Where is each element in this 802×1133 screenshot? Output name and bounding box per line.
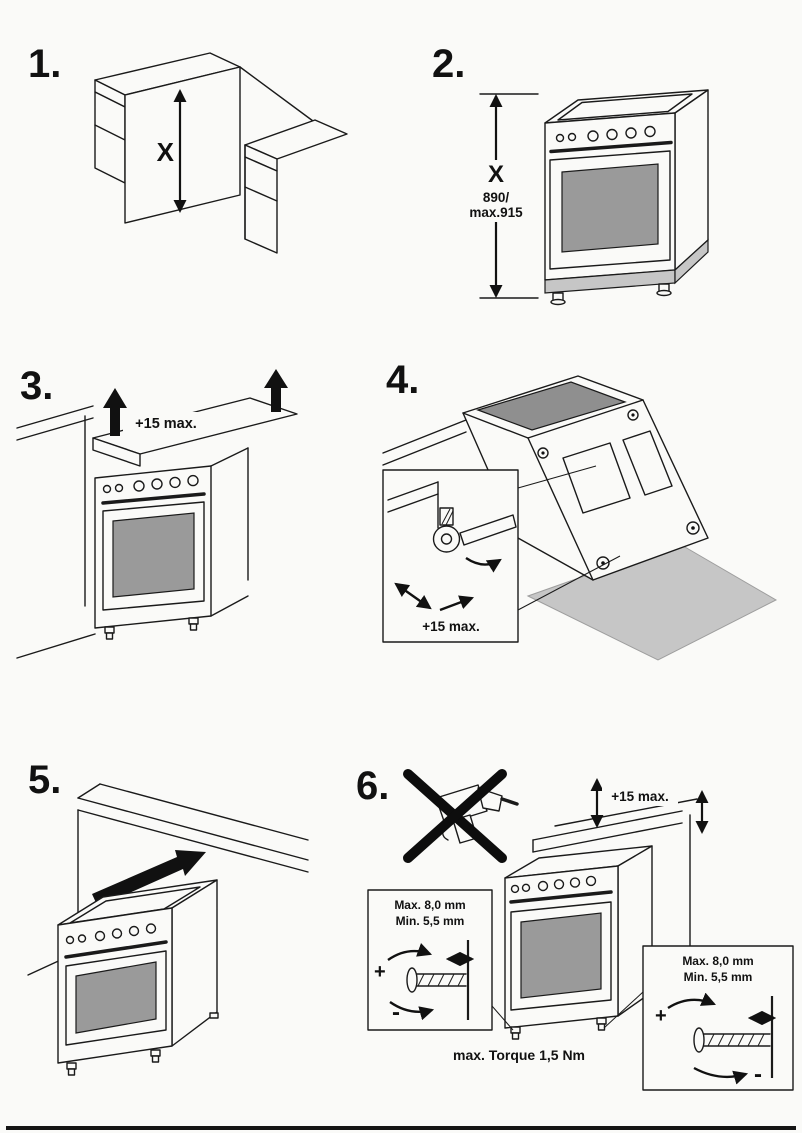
foot-min-label: Min. 5,5 mm — [396, 914, 465, 928]
dimension-x-label: X — [157, 137, 175, 167]
step-5-number: 5. — [28, 758, 62, 802]
cooker — [57, 879, 219, 1076]
control-knobs — [65, 923, 157, 945]
cooker — [504, 845, 653, 1040]
no-drill — [403, 769, 519, 863]
zoom-line — [491, 1005, 514, 1031]
step-6-illustration: +15 max. — [367, 769, 794, 1091]
zoom-lines — [517, 465, 621, 611]
control-knobs — [555, 125, 656, 143]
height-dimension: X 890/ max.915 — [466, 93, 539, 299]
clearance-label: +15 max. — [611, 789, 668, 804]
step-6-number: 6. — [356, 764, 390, 808]
control-knobs — [510, 875, 597, 894]
adjust-arrow — [394, 582, 432, 610]
step-4-illustration: +15 max. — [382, 375, 778, 661]
foot-min-label: Min. 5,5 mm — [684, 970, 753, 984]
page-bottom-edge — [6, 1126, 796, 1130]
clearance-arrows — [103, 369, 288, 436]
clearance-label: +15 max. — [422, 619, 479, 634]
foot-adjust-inset-left: Max. 8,0 mm Min. 5,5 mm + - — [367, 889, 493, 1031]
plus-label: + — [374, 961, 386, 983]
step-2-panel: 2. — [428, 40, 778, 306]
clearance-label: +15 max. — [135, 416, 197, 432]
foot-adjust-inset-right: Max. 8,0 mm Min. 5,5 mm + - — [642, 945, 794, 1091]
door-handle — [64, 940, 168, 959]
clearance-label-group: +15 max. — [123, 412, 209, 433]
step-2-illustration: X 890/ max.915 — [466, 89, 709, 306]
niche-side-panel — [124, 66, 241, 224]
step-5-panel: 5. — [20, 752, 332, 1100]
cooker — [544, 89, 709, 306]
minus-label: - — [392, 999, 400, 1026]
step-5-illustration — [27, 783, 309, 1076]
foot-screws — [537, 409, 700, 570]
rotate-in-arrow — [389, 1001, 435, 1021]
cooktop — [476, 381, 627, 431]
door-handle — [101, 492, 206, 505]
rotate-out-arrow — [667, 992, 716, 1010]
rotate-arrow — [465, 556, 502, 573]
adjustable-feet — [104, 617, 199, 640]
height-range-line1: 890/ — [483, 190, 510, 205]
cooker — [94, 447, 249, 640]
step-3-illustration: +15 max. — [16, 369, 298, 659]
adjacent-counter — [16, 405, 96, 659]
foot-max-label: Max. 8,0 mm — [394, 898, 465, 912]
step-1-number: 1. — [28, 42, 62, 86]
adjustable-feet — [550, 283, 672, 306]
step-3-panel: 3. +15 max. — [12, 360, 330, 672]
step-2-number: 2. — [432, 42, 466, 86]
niche-height-dimension: X — [157, 89, 187, 213]
oven-door-glass — [561, 163, 659, 253]
step-4-number: 4. — [386, 358, 420, 402]
wrench-icon — [459, 514, 517, 546]
clearance-arrow-up-right — [264, 369, 288, 412]
step-6-panel: 6. — [350, 760, 800, 1105]
adjust-arrow — [439, 595, 475, 612]
foot-max-label: Max. 8,0 mm — [682, 954, 753, 968]
tilted-cooker — [462, 375, 709, 581]
zoom-line — [603, 991, 644, 1029]
minus-label: - — [754, 1061, 762, 1088]
clearance-arrow-up-left — [103, 388, 127, 436]
foot-disc — [693, 1027, 705, 1053]
base-frame-opening — [622, 430, 673, 496]
step-1-panel: 1. X — [24, 40, 354, 305]
right-counter — [244, 119, 348, 254]
adjustable-feet — [66, 1012, 219, 1076]
oven-door-glass — [75, 961, 157, 1034]
door-handle — [509, 890, 613, 904]
clearance: +15 max. — [590, 778, 709, 834]
foot-adjust-inset: +15 max. — [382, 469, 519, 643]
foot-disc — [406, 967, 418, 993]
adjacent-counter — [382, 419, 467, 466]
rotate-in-arrow — [693, 1066, 749, 1085]
torque-label: max. Torque 1,5 Nm — [453, 1047, 585, 1063]
oven-door-glass — [112, 512, 195, 598]
control-knobs — [102, 474, 199, 494]
plus-label: + — [655, 1005, 667, 1027]
step-4-panel: 4. — [378, 352, 790, 670]
base-frame-opening — [562, 442, 631, 514]
step-1-illustration: X — [94, 52, 348, 254]
rotate-out-arrow — [387, 943, 433, 961]
door-handle — [549, 140, 673, 154]
oven-door-glass — [520, 912, 602, 999]
height-range-line2: max.915 — [469, 205, 523, 220]
dimension-x-label: X — [488, 161, 504, 188]
push-direction-arrow — [92, 850, 206, 907]
step-3-number: 3. — [20, 364, 54, 408]
cross-icon — [403, 769, 507, 863]
